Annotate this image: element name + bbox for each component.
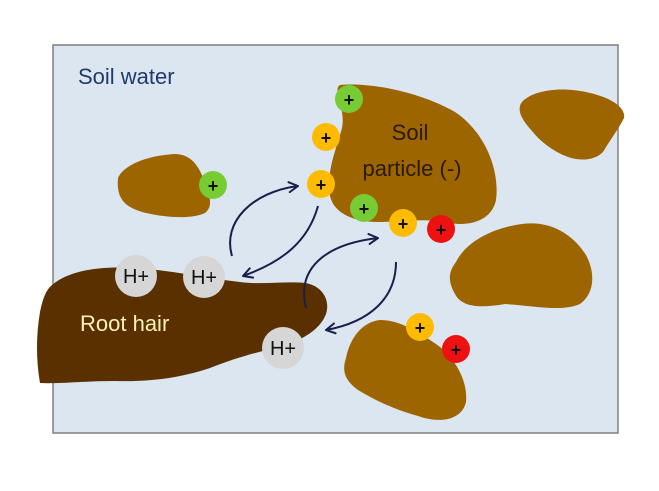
proton-ion: H+ [262,327,304,369]
svg-text:H+: H+ [123,266,149,288]
svg-text:+: + [436,220,447,240]
soil-particle-main [329,84,497,224]
soil-particle-label-line1: Soil [392,120,429,145]
exchange-arrow-upper-up [229,181,299,257]
soil-particle-label-line2: particle (-) [362,156,461,181]
exchange-arrow-upper-down [242,205,319,279]
proton-ion: H+ [183,256,225,298]
svg-text:+: + [398,214,409,234]
root-hair [37,267,328,384]
soil-particle-right [449,223,593,309]
exchange-arrow-lower-down [325,261,397,335]
cation-red-ion: + [442,335,470,363]
svg-text:H+: H+ [191,267,217,289]
cation-green-ion: + [350,194,378,222]
cation-red-ion: + [427,215,455,243]
svg-text:+: + [316,175,327,195]
soil-particle-top-right [519,89,625,160]
svg-text:+: + [344,90,355,110]
soil-particle-bottom [344,320,467,420]
svg-text:H+: H+ [270,338,296,360]
soil-particle-left [117,154,211,218]
cation-yellow-ion: + [389,209,417,237]
cation-green-ion: + [199,171,227,199]
cation-yellow-ion: + [406,313,434,341]
root-hair-label: Root hair [80,311,169,336]
exchange-arrow-lower-up [303,233,379,309]
svg-text:+: + [451,340,462,360]
svg-text:+: + [415,318,426,338]
svg-text:+: + [359,199,370,219]
cation-yellow-ion: + [307,170,335,198]
svg-text:+: + [208,176,219,196]
svg-text:+: + [321,128,332,148]
cation-yellow-ion: + [312,123,340,151]
cation-green-ion: + [335,85,363,113]
soil-water-label: Soil water [78,64,175,89]
proton-ion: H+ [115,255,157,297]
